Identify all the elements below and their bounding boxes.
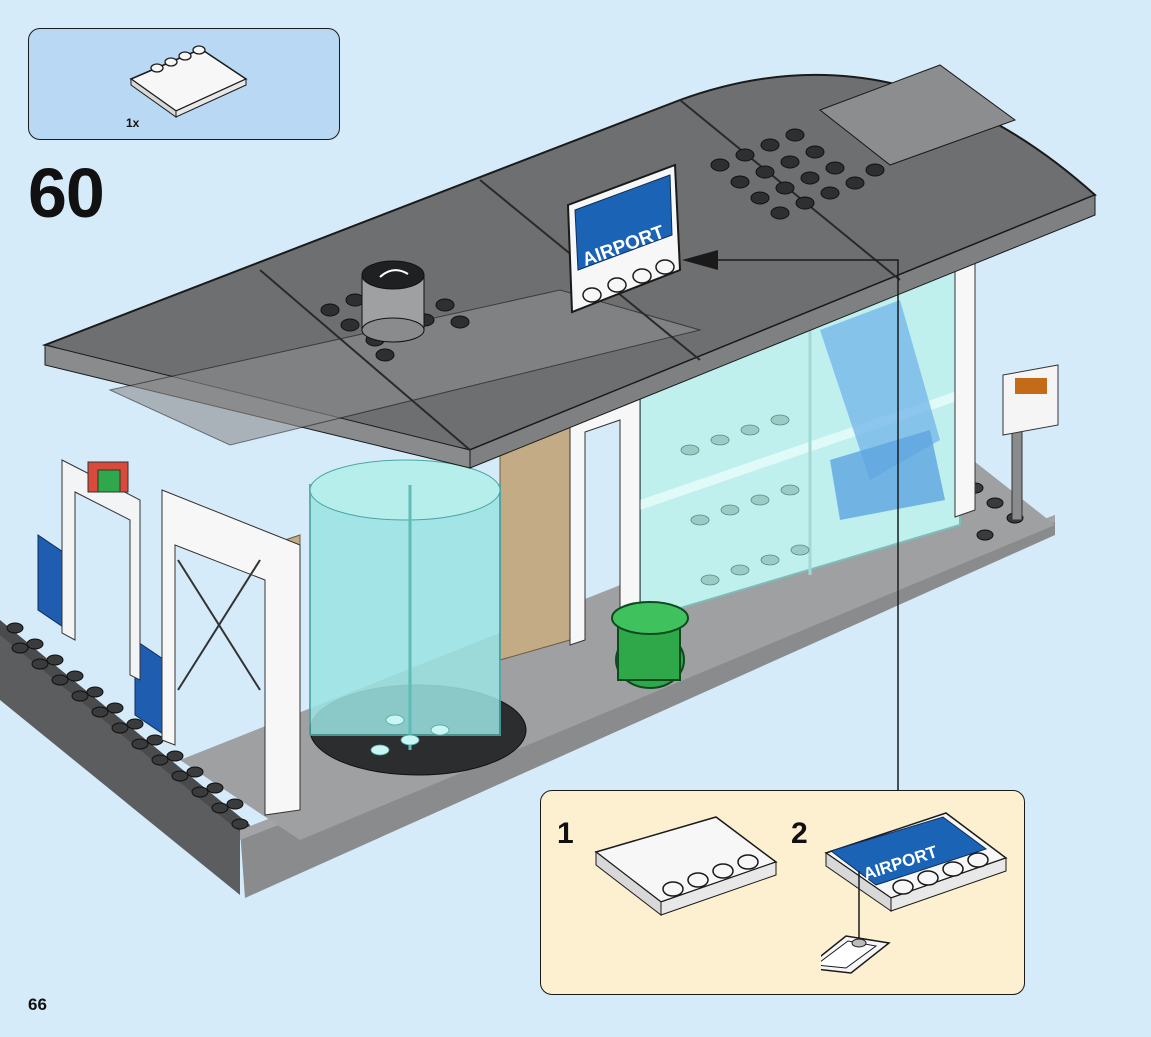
white-tile-icon bbox=[121, 39, 261, 119]
trash-can bbox=[612, 602, 688, 688]
sub-assembly-callout: 1 2 AIRPORT bbox=[540, 790, 1025, 995]
page-number: 66 bbox=[28, 995, 47, 1015]
airport-tile-icon: AIRPORT bbox=[821, 803, 1021, 983]
part-quantity: 1x bbox=[126, 116, 139, 130]
white-tile-icon bbox=[591, 807, 781, 937]
sub-step-number: 1 bbox=[557, 819, 574, 849]
step-number: 60 bbox=[28, 158, 104, 228]
sub-step-number: 2 bbox=[791, 819, 808, 849]
parts-list: 1x bbox=[28, 28, 340, 140]
door-frame bbox=[62, 460, 140, 680]
glass-elevator bbox=[310, 460, 526, 775]
roof-turntable bbox=[362, 261, 424, 342]
